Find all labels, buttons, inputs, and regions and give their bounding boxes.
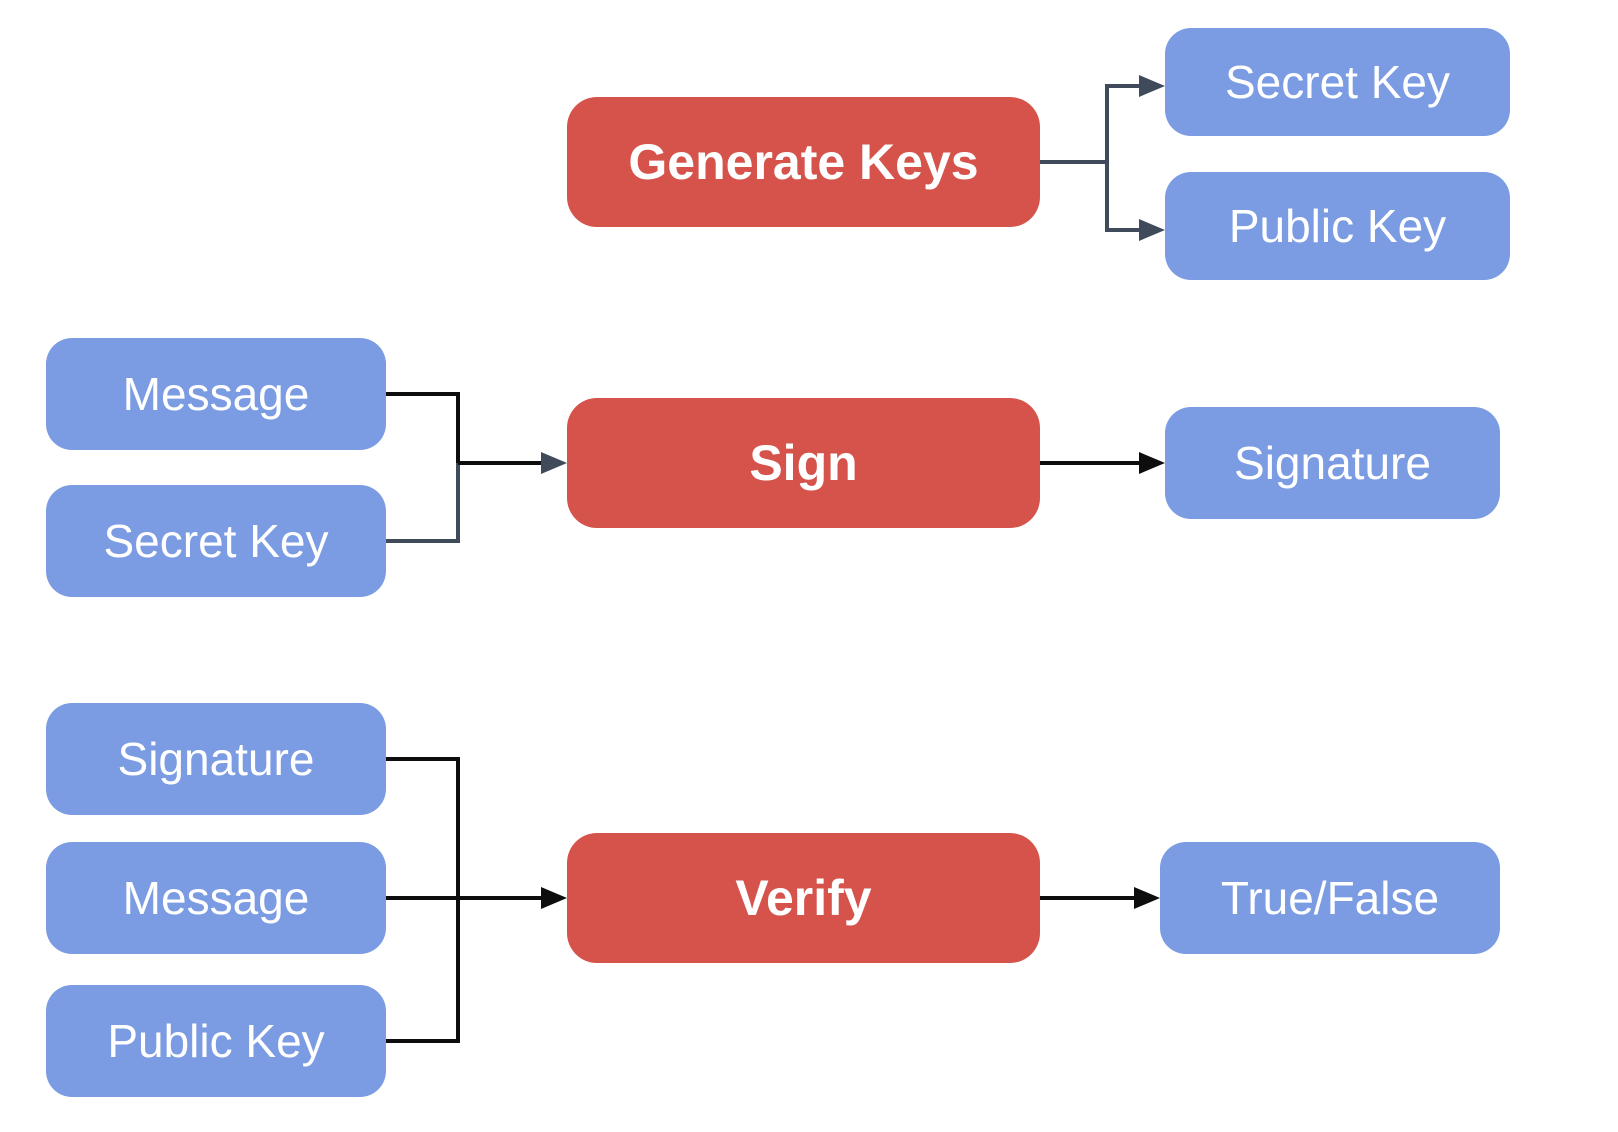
node-message-sign-input: Message xyxy=(46,338,386,450)
edge-public-key-to-verify xyxy=(386,898,460,1043)
arrowhead-public-key-icon xyxy=(1139,219,1165,241)
node-sign-label: Sign xyxy=(749,435,858,491)
node-secret-key-output: Secret Key xyxy=(1165,28,1510,136)
node-public-key-verify-input-label: Public Key xyxy=(107,1015,325,1067)
node-generate-keys-label: Generate Keys xyxy=(628,134,979,190)
node-truefalse-output-label: True/False xyxy=(1220,872,1440,924)
edge-signature-to-verify xyxy=(386,757,460,898)
arrowhead-verify-icon xyxy=(541,887,567,909)
node-signature-output-label: Signature xyxy=(1234,437,1431,489)
edge-generate-to-secret-key xyxy=(1105,84,1140,162)
node-secret-key-sign-input: Secret Key xyxy=(46,485,386,597)
node-signature-verify-input-label: Signature xyxy=(117,733,315,785)
edge-generate-to-public-key xyxy=(1105,162,1140,232)
node-public-key-output-label: Public Key xyxy=(1228,200,1447,252)
node-message-verify-input: Message xyxy=(46,842,386,954)
edge-secret-key-to-sign xyxy=(386,463,460,543)
edge-message-to-sign xyxy=(386,392,460,463)
node-verify-label: Verify xyxy=(735,870,872,926)
arrowhead-truefalse-icon xyxy=(1134,887,1160,909)
node-truefalse-output: True/False xyxy=(1160,842,1500,954)
node-secret-key-output-label: Secret Key xyxy=(1225,56,1450,108)
node-secret-key-sign-input-label: Secret Key xyxy=(103,515,329,567)
node-verify: Verify xyxy=(567,833,1040,963)
node-signature-verify-input: Signature xyxy=(46,703,386,815)
node-message-verify-input-label: Message xyxy=(122,872,310,924)
node-generate-keys: Generate Keys xyxy=(567,97,1040,227)
node-signature-output: Signature xyxy=(1165,407,1500,519)
node-public-key-verify-input: Public Key xyxy=(46,985,386,1097)
arrowhead-sign-icon xyxy=(541,452,567,474)
node-sign: Sign xyxy=(567,398,1040,528)
arrowhead-secret-key-icon xyxy=(1139,75,1165,97)
node-message-sign-input-label: Message xyxy=(122,368,310,420)
node-public-key-output: Public Key xyxy=(1165,172,1510,280)
arrowhead-signature-icon xyxy=(1139,452,1165,474)
